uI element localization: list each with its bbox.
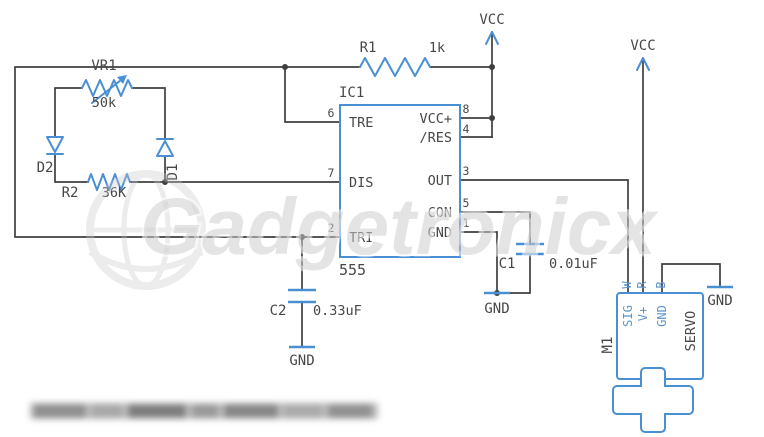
watermark-text: Gadgetronicx xyxy=(140,182,659,271)
wire-servo-gnd xyxy=(661,263,721,294)
pin-number: 1 xyxy=(463,216,470,230)
wiper-arrow-head-icon xyxy=(117,75,127,84)
pin-name: DIS xyxy=(349,175,373,191)
vcc-arrow-icon xyxy=(636,57,650,71)
c1-ref: C1 xyxy=(499,256,516,272)
d1-ref: D1 xyxy=(165,164,181,181)
gnd-symbol-c2: GND xyxy=(289,345,315,369)
diode-triangle-icon xyxy=(156,140,174,157)
servo-pin-name: V+ xyxy=(636,307,650,321)
wires xyxy=(14,31,721,348)
d2-ref: D2 xyxy=(37,160,54,176)
vcc-symbol-servo: VCC xyxy=(630,38,656,71)
pin-name: TRE xyxy=(349,115,373,131)
resistor-zigzag-icon xyxy=(359,57,431,77)
c1-value: 0.01uF xyxy=(549,256,598,272)
servo-pin-name: GND xyxy=(655,305,669,327)
wire-pin1-gnd-lead xyxy=(459,231,498,294)
gnd-symbol-ic: GND xyxy=(484,291,510,317)
watermark: Gadgetronicx xyxy=(86,170,662,290)
diode-triangle-icon xyxy=(46,136,64,153)
wire-d2-bottom xyxy=(54,153,89,183)
wire-pin6-branch xyxy=(284,66,341,123)
wire-outer-loop xyxy=(14,66,361,238)
junctions xyxy=(162,64,500,296)
pin-number: 7 xyxy=(328,166,335,180)
servo-pin-name: SIG xyxy=(621,305,635,327)
c2-value: 0.33uF xyxy=(313,303,362,319)
servo-wire-label: R xyxy=(635,281,649,289)
pin-name: GND xyxy=(428,225,452,241)
pin-number: 5 xyxy=(463,196,470,210)
pin-name: TRI xyxy=(349,230,373,246)
ic-body xyxy=(339,104,461,258)
m1-ref: M1 xyxy=(600,337,616,354)
vcc-symbol-top: VCC xyxy=(479,12,505,45)
servo-wire-label: B xyxy=(654,281,668,288)
servo-m1: W R B SIG V+ GND M1 SERVO xyxy=(600,281,704,433)
resistor-r1: R1 1k xyxy=(359,40,445,77)
pin-name: CON xyxy=(428,205,452,221)
gnd-label: GND xyxy=(484,301,509,317)
junction-dot xyxy=(489,115,495,121)
diode-d2: D2 xyxy=(37,136,64,176)
ic-555: IC1 555 6 7 2 TRE DIS TRI 8 4 3 5 1 VCC+… xyxy=(328,85,470,279)
servo-horn-icon xyxy=(612,367,694,433)
vcc-arrow-icon xyxy=(485,31,499,45)
resistor-zigzag-icon xyxy=(81,79,133,97)
gnd-label: GND xyxy=(289,353,314,369)
pin-name: /RES xyxy=(419,130,452,146)
m1-value: SERVO xyxy=(683,311,699,352)
pin-number: 8 xyxy=(463,102,470,116)
junction-dot xyxy=(299,234,305,240)
vcc-label: VCC xyxy=(630,38,655,54)
diode-d1: D1 xyxy=(156,138,181,181)
r2-value: 36K xyxy=(102,185,127,201)
r1-value: 1k xyxy=(429,40,445,56)
servo-wire-label: W xyxy=(620,281,634,289)
vr1-ref: VR1 xyxy=(91,58,116,74)
wire-pot-right-lead xyxy=(131,87,166,140)
pin-number: 2 xyxy=(328,221,335,235)
vr1-value: 50k xyxy=(92,95,116,111)
resistor-r2: R2 36K xyxy=(62,173,131,201)
ic1-value: 555 xyxy=(339,261,366,279)
r2-ref: R2 xyxy=(62,185,79,201)
gnd-label: GND xyxy=(707,293,732,309)
junction-dot xyxy=(489,64,495,70)
wire-pot-left-lead xyxy=(54,87,83,138)
vcc-label: VCC xyxy=(479,12,504,28)
gnd-symbol-servo: GND xyxy=(707,285,733,309)
pin-number: 3 xyxy=(463,164,470,178)
pin-name: OUT xyxy=(428,173,452,189)
pin-number: 6 xyxy=(328,106,335,120)
wire-out-to-servo xyxy=(459,179,629,294)
pin-name: VCC+ xyxy=(419,111,452,127)
junction-dot xyxy=(162,179,168,185)
globe-logo-icon xyxy=(86,170,206,290)
r1-ref: R1 xyxy=(360,40,377,56)
c2-ref: C2 xyxy=(270,303,287,319)
resistor-zigzag-icon xyxy=(87,173,131,191)
ic1-ref: IC1 xyxy=(339,85,364,101)
potentiometer-vr1: VR1 50k xyxy=(81,58,133,111)
pin-number: 4 xyxy=(463,122,470,136)
capacitor-c1: C1 0.01uF xyxy=(499,242,598,272)
junction-dot xyxy=(282,64,288,70)
wire-pin5-to-c1 xyxy=(459,211,531,245)
wiper-arrow-shaft xyxy=(91,79,122,104)
capacitor-c2: C2 0.33uF xyxy=(270,288,362,319)
blurred-caption-bar xyxy=(30,403,378,419)
